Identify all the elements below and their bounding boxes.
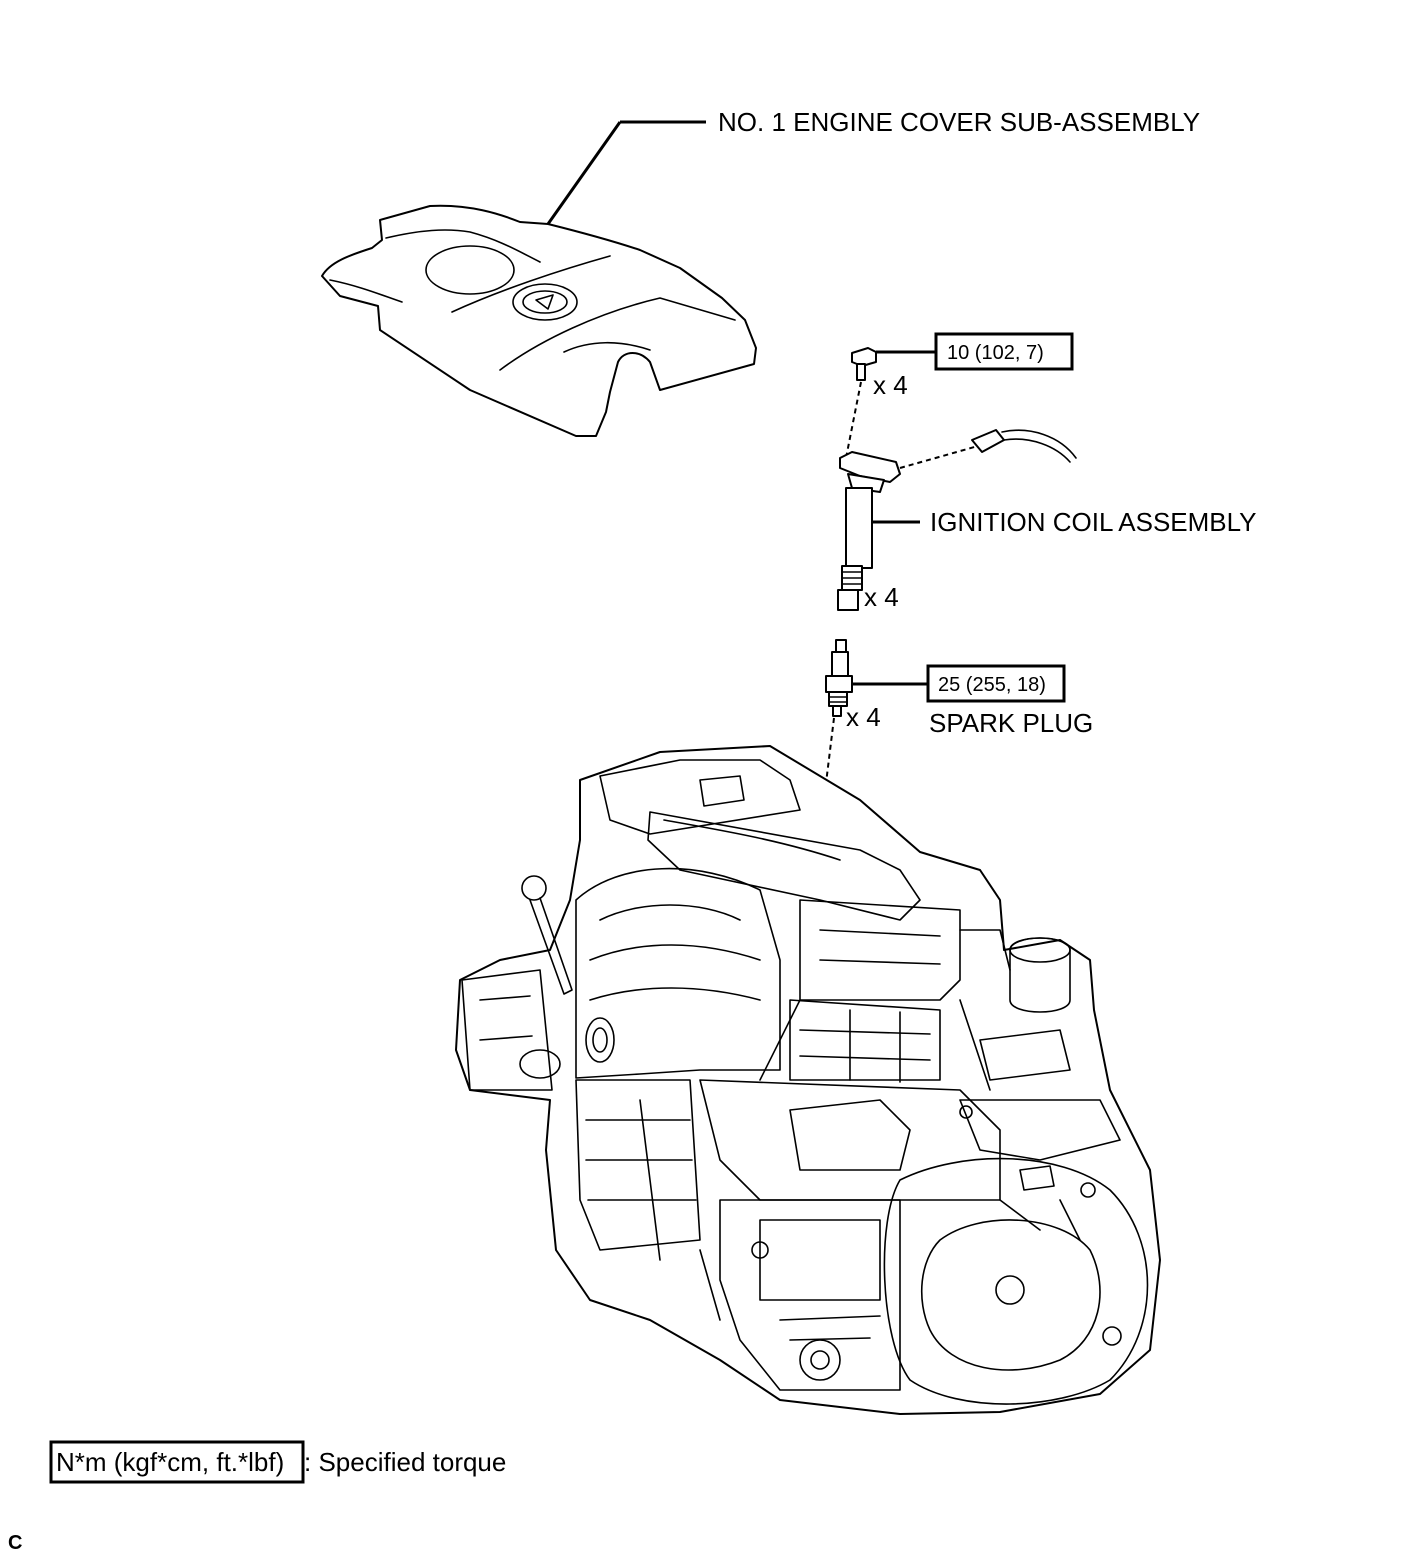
engine-cover-drawing: [321, 204, 757, 437]
bolt-torque-value: 10 (102, 7): [947, 342, 1044, 364]
plug-torque-box: [926, 664, 1066, 703]
ignition-coil-label: IGNITION COIL ASSEMBLY: [930, 507, 1257, 537]
plug-install-path: [819, 717, 835, 833]
corner-mark: C: [8, 1532, 22, 1554]
plug-torque-value: 25 (255, 18): [938, 674, 1046, 696]
bolt-quantity: x 4: [873, 370, 908, 400]
legend-description: : Specified torque: [304, 1447, 506, 1477]
connector-path: [899, 445, 979, 469]
bolt-install-path: [845, 381, 862, 459]
legend-unit-text: N*m (kgf*cm, ft.*lbf): [56, 1447, 284, 1477]
legend-unit-box: [49, 1440, 305, 1484]
engine-cover-label: NO. 1 ENGINE COVER SUB-ASSEMBLY: [718, 107, 1200, 137]
ignition-coil-drawing: [837, 451, 901, 611]
plug-quantity: x 4: [846, 702, 881, 732]
engine-assembly-drawing: [455, 745, 1161, 1415]
bolt-torque-box: [934, 332, 1074, 371]
coil-bolt-drawing: [851, 347, 877, 381]
spark-plug-drawing: [825, 639, 853, 717]
spark-plug-label: SPARK PLUG: [929, 708, 1093, 738]
coil-quantity: x 4: [864, 582, 899, 612]
wire-connector-drawing: [971, 429, 1077, 463]
engine-cover-leader-line: [546, 121, 622, 225]
